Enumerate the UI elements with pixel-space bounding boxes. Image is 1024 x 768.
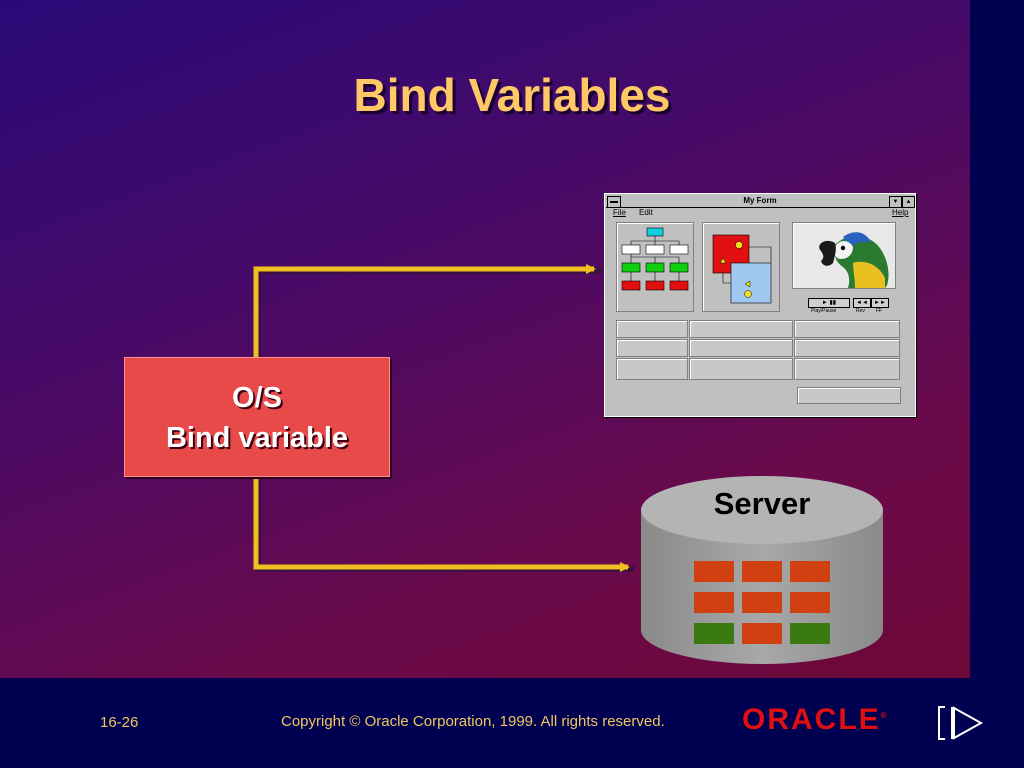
page-number: 16-26 [100, 714, 139, 731]
fast-forward-label: FF [876, 308, 883, 314]
arrow-to-server [253, 478, 630, 572]
menu-edit: Edit [639, 208, 653, 217]
server-grid-icon [694, 561, 830, 644]
arrow-to-form [253, 264, 596, 360]
os-label: O/S [232, 382, 282, 414]
grid-cell [616, 339, 688, 357]
maximize-icon: ▲ [902, 196, 915, 208]
overlapping-windows-icon [712, 234, 772, 304]
org-chart-panel [616, 222, 694, 312]
bind-variable-label: Bind variable [165, 422, 349, 454]
nav-forward-icon[interactable] [948, 706, 984, 740]
server-label: Server [713, 486, 811, 521]
slide-title: Bind Variables [353, 69, 671, 121]
rewind-label: Rev [856, 308, 865, 314]
grid-cell [794, 320, 900, 338]
org-chart-icon [621, 227, 689, 291]
parrot-image [819, 232, 889, 288]
form-window-title: My Form [743, 196, 777, 205]
parrot-image-panel [792, 222, 896, 289]
grid-cell [616, 320, 688, 338]
grid-cell [794, 358, 900, 380]
windows-panel [702, 222, 780, 312]
copyright-text: Copyright © Oracle Corporation, 1999. Al… [281, 713, 665, 730]
form-text-field [797, 387, 901, 404]
os-bind-variable-box: O/S Bind variable [124, 357, 390, 477]
minimize-icon: ▼ [889, 196, 902, 208]
menu-help: Help [892, 208, 909, 217]
footer-bar [0, 678, 1024, 768]
grid-cell [689, 339, 793, 357]
oracle-logo-text: ORACLE [742, 703, 881, 736]
grid-cell [794, 339, 900, 357]
menu-file: File [613, 208, 626, 217]
fast-forward-button: ►► [871, 298, 889, 308]
grid-cell [689, 320, 793, 338]
form-window: My Form ▼ ▲ File Edit Help [604, 193, 916, 417]
right-strip [970, 0, 1024, 678]
oracle-logo: ORACLE® [742, 703, 889, 736]
grid-cell [616, 358, 688, 380]
grid-cell [689, 358, 793, 380]
system-menu-icon [607, 196, 621, 208]
nav-back-icon[interactable] [938, 706, 945, 740]
play-pause-label: Play/Pause [811, 308, 837, 314]
rewind-button: ◄◄ [853, 298, 871, 308]
form-window-titlebar: My Form ▼ ▲ [606, 195, 915, 208]
play-pause-button: ► ▮▮ [808, 298, 850, 308]
server-cylinder [641, 476, 883, 664]
form-menubar: File Edit Help [606, 208, 914, 218]
